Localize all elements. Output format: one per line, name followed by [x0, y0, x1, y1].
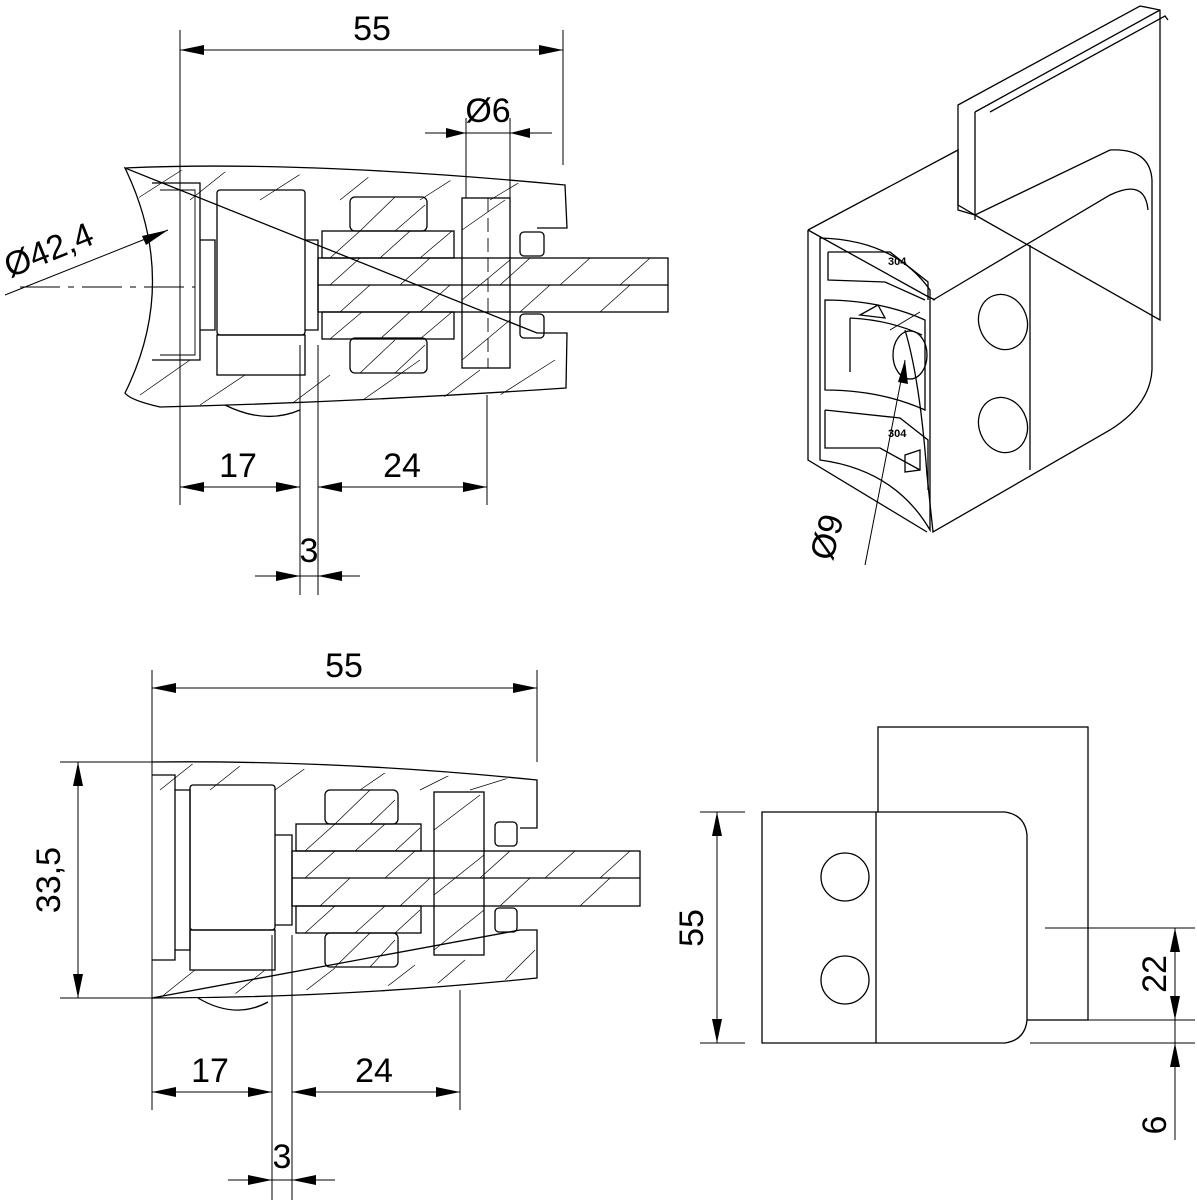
- dim-a-top: 17: [219, 447, 257, 485]
- section-view-bottom: 55 33,5 17 24 3: [30, 647, 641, 1200]
- stamp-upper: 304: [888, 256, 907, 268]
- dim-b-top: 24: [383, 447, 421, 485]
- dim-gap-top: 3: [300, 532, 319, 570]
- dim-b-bottom: 24: [355, 1052, 393, 1090]
- section-view-top: 55 Ø6 Ø42,4 17 24 3: [0, 10, 669, 595]
- dim-height-front: 55: [673, 909, 711, 947]
- dim-tube-diameter: Ø42,4: [0, 215, 99, 285]
- dim-height-bottom: 33,5: [30, 847, 68, 913]
- dim-hole-diameter: Ø9: [803, 510, 851, 564]
- dim-pin-diameter: Ø6: [465, 92, 510, 130]
- dim-total-top: 55: [353, 10, 391, 48]
- dim-gap-bottom: 3: [273, 1138, 292, 1176]
- dim-offset-front: 6: [1136, 1116, 1174, 1135]
- front-view: 55 22 6: [673, 726, 1195, 1140]
- dim-a-bottom: 17: [191, 1052, 229, 1090]
- dim-glass-front: 22: [1136, 955, 1174, 993]
- dim-total-bottom: 55: [325, 647, 363, 685]
- stamp-lower: 304: [888, 428, 907, 440]
- isometric-view: 304 304 Ø9: [803, 5, 1169, 566]
